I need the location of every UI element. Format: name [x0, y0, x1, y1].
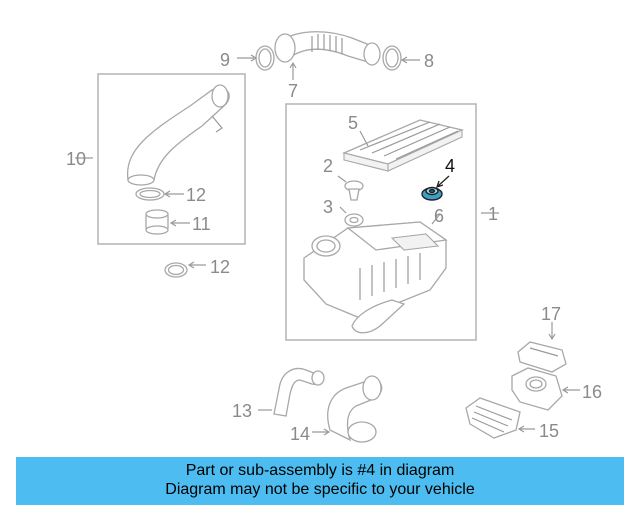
callout-8: 8	[424, 51, 434, 71]
highlighted-part-4[interactable]	[421, 186, 443, 201]
parts-diagram: 9 8 7 10 12 11 12 1 5	[66, 31, 602, 444]
callout-2: 2	[323, 156, 333, 176]
callout-1: 1	[488, 204, 498, 224]
seal-part-11[interactable]	[145, 209, 169, 235]
intake-hose-part-7[interactable]	[274, 31, 381, 66]
callout-16: 16	[582, 382, 602, 402]
filter-element-part-5[interactable]	[341, 119, 464, 172]
callout-6: 6	[434, 206, 444, 226]
callout-12-upper: 12	[186, 185, 206, 205]
grommet-part-2[interactable]	[344, 180, 364, 201]
resonator-part-16[interactable]	[511, 367, 563, 411]
callout-15: 15	[539, 421, 559, 441]
info-banner: Part or sub-assembly is #4 in diagram Di…	[16, 457, 624, 505]
clamp-part-8[interactable]	[382, 45, 402, 71]
callout-12-lower: 12	[210, 257, 230, 277]
breather-hose-part-13[interactable]	[273, 367, 325, 417]
banner-line-part-number: Part or sub-assembly is #4 in diagram	[185, 462, 455, 479]
callout-17: 17	[541, 304, 561, 324]
clamp-part-12-lower[interactable]	[164, 262, 188, 278]
callout-3: 3	[323, 197, 333, 217]
callout-11: 11	[192, 214, 211, 234]
duct-part-15[interactable]	[465, 397, 521, 439]
banner-line-disclaimer: Diagram may not be specific to your vehi…	[165, 481, 475, 498]
grommet-part-3[interactable]	[344, 213, 364, 227]
callout-14: 14	[290, 424, 310, 444]
intake-duct-part-14[interactable]	[327, 375, 383, 443]
callout-9: 9	[220, 50, 230, 70]
callout-7: 7	[288, 81, 298, 101]
inlet-part-17[interactable]	[517, 341, 567, 373]
air-cleaner-housing-part-6[interactable]	[303, 221, 448, 334]
callout-5: 5	[348, 113, 358, 133]
intake-tube-part-10[interactable]	[126, 84, 230, 186]
sub-assembly-box-1	[285, 103, 477, 341]
clamp-part-9[interactable]	[255, 45, 275, 71]
callout-10: 10	[66, 149, 86, 169]
clamp-part-12-upper[interactable]	[135, 187, 165, 201]
sub-assembly-box-10	[97, 73, 246, 245]
callout-13: 13	[232, 401, 252, 421]
callout-4: 4	[445, 156, 455, 176]
